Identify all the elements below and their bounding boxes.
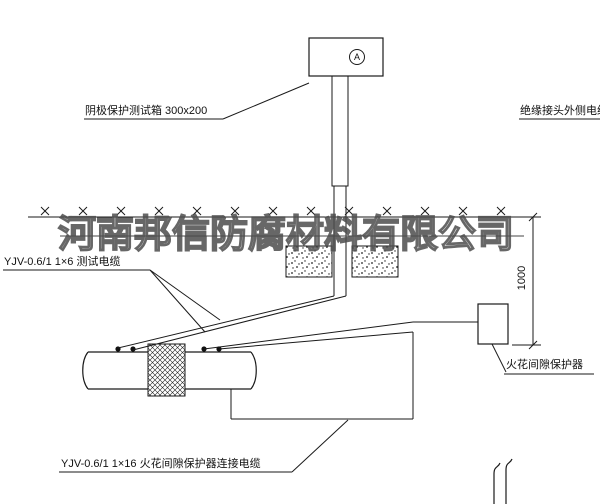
leader-lines	[3, 82, 600, 473]
cable-runs	[117, 295, 478, 420]
ground-surface-marks	[40, 206, 506, 216]
meter-circle-icon	[349, 49, 365, 65]
pipeline	[82, 351, 257, 390]
label-outer-cable: 绝缘接头外侧电缆	[520, 105, 600, 117]
label-test-cable: YJV-0.6/1 1×6 测试电缆	[4, 256, 121, 268]
label-test-box: 阴极保护测试箱 300x200	[85, 105, 208, 117]
spark-gap-protector-box	[477, 303, 509, 345]
support-post	[331, 75, 349, 296]
concrete-foundation-right	[351, 245, 399, 278]
concrete-foundation-left	[285, 245, 333, 278]
dimension-text-1000: 1000	[516, 265, 528, 291]
label-spark-gap-cable: YJV-0.6/1 1×16 火花间隙保护器连接电缆	[61, 458, 261, 470]
insulating-joint	[147, 343, 186, 397]
dimension-line	[512, 212, 541, 350]
pipe-break-symbol	[493, 458, 513, 504]
label-spark-gap-protector: 火花间隙保护器	[506, 359, 583, 371]
test-box	[308, 37, 384, 77]
meter-letter: A	[353, 52, 360, 62]
